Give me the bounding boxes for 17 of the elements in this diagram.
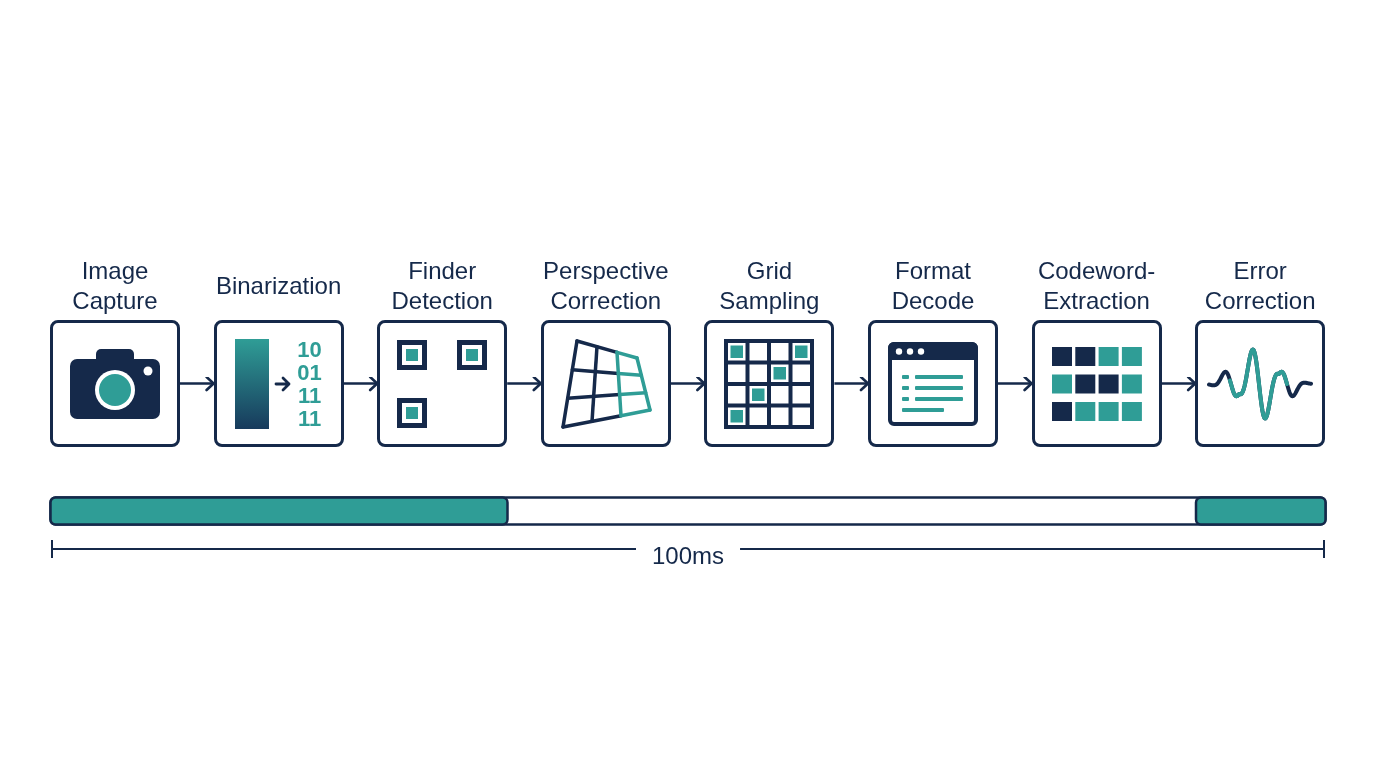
step-title: Image Capture: [71, 256, 159, 316]
arrow: [507, 375, 543, 392]
arrow: [998, 375, 1033, 392]
dimension-label: 100ms: [652, 542, 725, 570]
arrow: [180, 375, 215, 392]
step-title: Finder Detection: [390, 256, 494, 316]
binary-digits: 10 01 11 11: [297, 337, 322, 430]
arrow: [343, 375, 379, 392]
step-title: Perspective Correction: [542, 256, 670, 316]
step-title: Grid Sampling: [718, 256, 821, 316]
arrow: [670, 375, 706, 392]
arrow: [1161, 375, 1197, 392]
step-title: Binarization: [215, 271, 342, 301]
arrow: [834, 375, 870, 392]
step-title: Codeword-Extraction: [1036, 256, 1157, 316]
step-title: Format Decode: [890, 256, 976, 316]
step-title: Error Correction: [1203, 256, 1317, 316]
